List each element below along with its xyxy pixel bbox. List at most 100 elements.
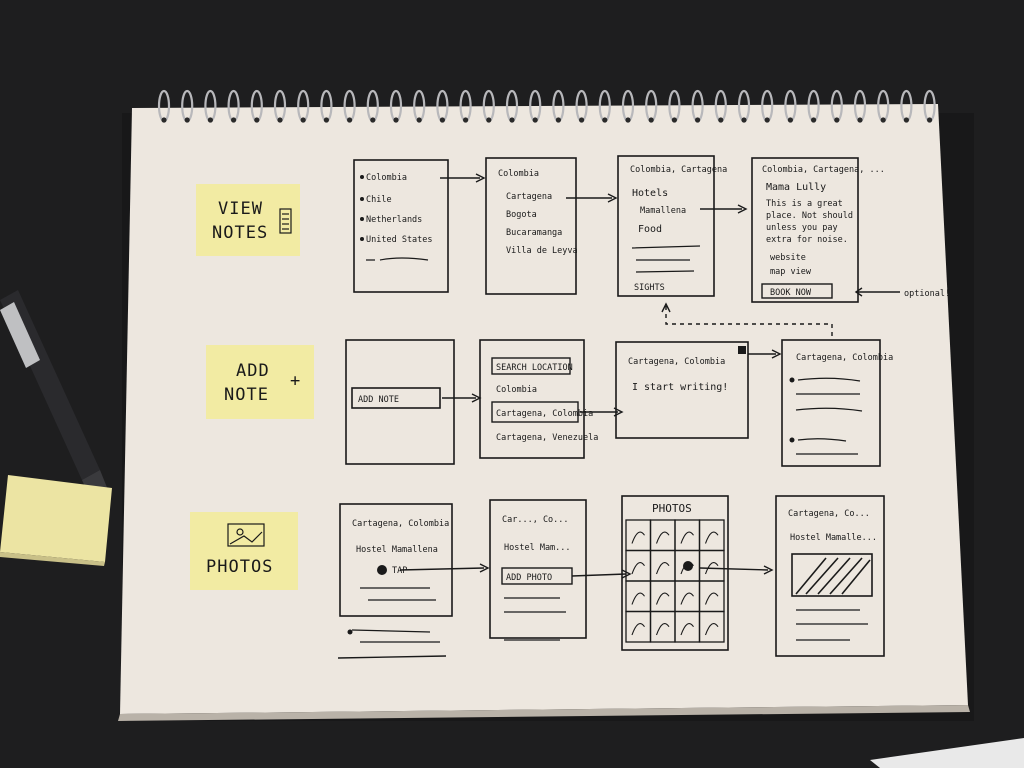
wireframe-screen: Cartagena, Colombia I start writing! — [615, 341, 749, 439]
list-item: United States — [366, 235, 433, 245]
sticky-label: ADD — [236, 361, 270, 381]
spiral-hole — [555, 117, 562, 123]
photo-icon — [227, 523, 265, 547]
spiral-hole — [300, 117, 306, 123]
screen-header: Cartagena, Colombia — [352, 519, 449, 529]
list-item: Bucaramanga — [506, 228, 562, 238]
photo-scribble — [631, 623, 645, 636]
note-text: unless you pay — [766, 223, 838, 233]
sticky-note-photos: PHOTOS — [190, 512, 298, 590]
sketchbook-page — [120, 104, 968, 714]
sticky-label: VIEW — [218, 199, 263, 219]
note-text: extra for noise. — [766, 235, 848, 245]
pin-icon — [360, 175, 364, 241]
screen-header: Colombia, Cartagena, ... — [762, 165, 885, 175]
list-item: Hostel Mamallena — [356, 545, 438, 555]
spiral-hole — [231, 117, 237, 123]
book-now-label: BOOK NOW — [770, 288, 812, 298]
spiral-hole — [532, 117, 538, 123]
corner-paper — [870, 738, 1024, 768]
note-text: This is a great — [766, 199, 843, 209]
list-item: Cartagena — [506, 192, 552, 202]
sticky-label: NOTE — [224, 385, 269, 405]
photo-thumbnail — [698, 610, 725, 643]
tap-label: TAP — [392, 566, 407, 576]
photo-scribble — [655, 592, 670, 605]
notes-icon — [279, 208, 292, 234]
spiral-hole — [695, 117, 701, 123]
spiral-hole — [718, 117, 724, 123]
search-option: Cartagena, Venezuela — [496, 433, 598, 443]
wireframe-screen: ADD NOTE — [345, 339, 455, 465]
photo-scribble — [680, 623, 694, 636]
tap-indicator — [377, 565, 387, 575]
note-text: place. Not should — [766, 211, 853, 221]
spiral-hole — [648, 117, 654, 123]
wireframe-screen: Colombia Chile Netherlands United States — [353, 159, 449, 293]
photo-scribble — [655, 531, 670, 544]
spiral-hole — [741, 117, 747, 123]
spiral-hole — [439, 117, 445, 123]
spiral-binding — [157, 89, 936, 123]
spiral-hole — [161, 117, 167, 123]
list-item: Hostel Mamalle... — [790, 533, 877, 543]
spiral-hole — [486, 117, 492, 123]
website-link: website — [770, 253, 806, 263]
tap-indicator — [683, 561, 693, 571]
spiral-hole — [207, 117, 213, 123]
screen-title: PHOTOS — [652, 502, 692, 515]
screen-header: Cartagena, Colombia — [796, 353, 893, 363]
list-item: Colombia — [498, 169, 539, 179]
wireframe-screen: Colombia, Cartagena, ... Mama Lully This… — [751, 157, 885, 303]
search-placeholder: SEARCH LOCATION — [496, 363, 573, 373]
wireframe-screen: Colombia, Cartagena Hotels Mamallena Foo… — [617, 155, 727, 297]
photo-scribble — [704, 531, 719, 544]
spiral-hole — [416, 117, 422, 123]
photo-scribble — [631, 531, 645, 544]
section-label: Food — [638, 224, 662, 235]
dashed-connector — [665, 306, 833, 340]
list-item: Chile — [366, 195, 392, 205]
photo-grid-screen: PHOTOS — [621, 495, 729, 651]
spiral-hole — [463, 117, 469, 123]
add-note-label: ADD NOTE — [358, 395, 399, 405]
spiral-hole — [787, 117, 794, 123]
screen-header: Cartagena, Co... — [788, 509, 870, 519]
spiral-hole — [834, 117, 840, 123]
sticky-note-view-notes: VIEW NOTES — [196, 184, 300, 256]
list-item: Colombia — [366, 173, 407, 183]
sticky-pad — [0, 475, 112, 566]
spiral-hole — [625, 117, 631, 123]
spiral-hole — [857, 117, 863, 123]
list-item: Mamallena — [640, 206, 686, 216]
photo-scribble — [704, 562, 719, 575]
spiral-hole — [927, 117, 933, 123]
photo-scribble — [631, 592, 645, 605]
photo-scribble — [680, 531, 694, 544]
spiral-hole — [579, 117, 585, 123]
spiral-hole — [602, 117, 608, 123]
sticky-note-add-note: ADD NOTE + — [206, 345, 314, 419]
spiral-hole — [370, 117, 376, 123]
wireframe-screen: Cartagena, Co... Hostel Mamalle... — [775, 495, 885, 657]
note-title: Mama Lully — [766, 182, 826, 193]
list-item: Bogota — [506, 210, 537, 220]
spiral-hole — [811, 117, 817, 123]
screen-header: Cartagena, Colombia — [628, 357, 725, 367]
optional-annotation: optional! — [904, 289, 950, 299]
spiral-hole — [347, 117, 353, 123]
spiral-hole — [184, 117, 190, 123]
spiral-hole — [277, 117, 283, 123]
photo-scribble — [680, 592, 694, 605]
spiral-hole — [764, 117, 770, 123]
photo-scribble — [704, 592, 719, 605]
map-view-link: map view — [770, 267, 812, 277]
note-body: I start writing! — [632, 382, 728, 393]
wireframe-screen: Cartagena, Colombia Hostel Mamallena TAP — [337, 503, 453, 659]
list-item: Hostel Mam... — [504, 543, 571, 553]
list-item: Netherlands — [366, 215, 422, 225]
list-item: Villa de Leyva — [506, 246, 578, 256]
wireframe-screen: SEARCH LOCATION Colombia Cartagena, Colo… — [479, 339, 598, 459]
screen-header: Colombia, Cartagena — [630, 165, 727, 175]
